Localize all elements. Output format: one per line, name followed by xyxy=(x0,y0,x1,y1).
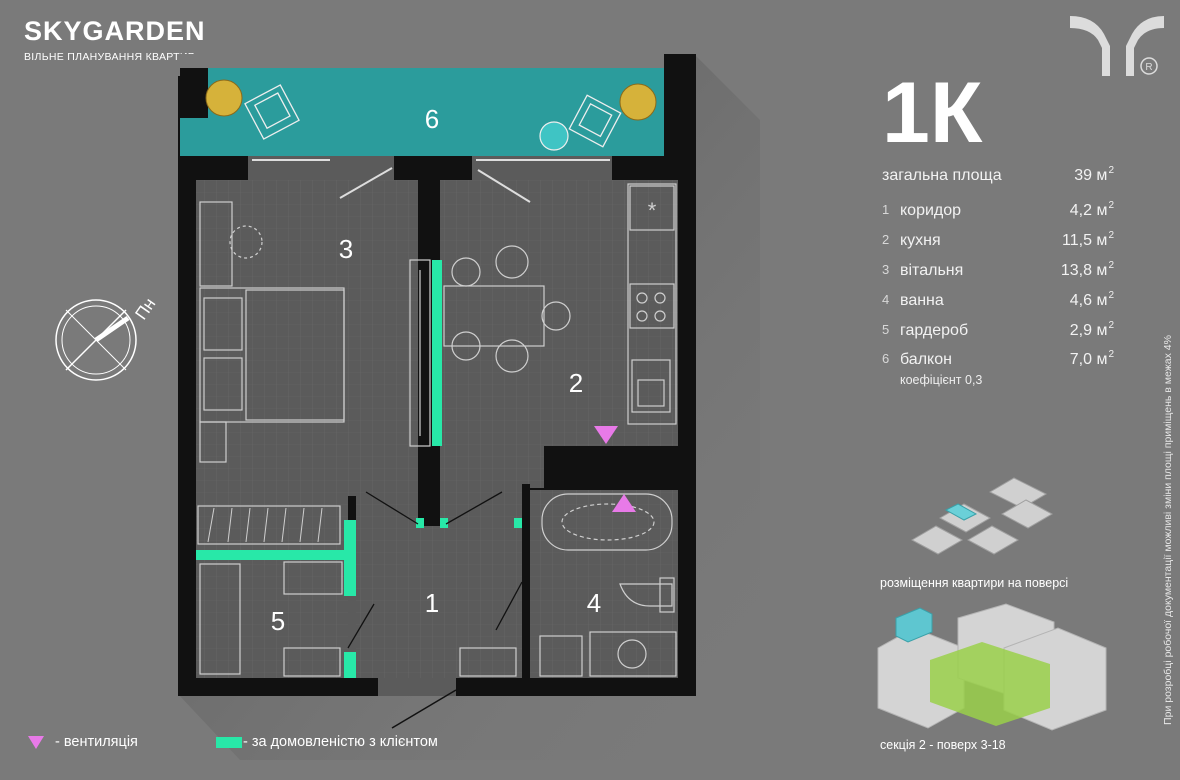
brand-name: SKYGARDEN xyxy=(24,16,206,46)
section-caption: секція 2 - поверх 3-18 xyxy=(880,738,1006,752)
balcony-area xyxy=(180,68,664,156)
area-row-6: 6 балкон 7,0 м2 xyxy=(882,349,1114,368)
coffee-table-icon xyxy=(539,121,569,151)
logo-icon: R xyxy=(1070,16,1164,76)
plan-shadow xyxy=(178,56,760,760)
vent-marker xyxy=(594,426,618,444)
armchair-icon xyxy=(568,94,622,148)
area-row-2: 2 кухня 11,5 м2 xyxy=(882,230,1114,249)
plant-icon xyxy=(205,79,243,117)
total-area-label: загальна площа xyxy=(882,167,1002,184)
svg-text:R: R xyxy=(1145,62,1152,73)
compass-label: Пн xyxy=(132,295,160,324)
floor-placement-caption: розміщення квартири на поверсі xyxy=(880,576,1069,590)
optional-wall-marker xyxy=(432,260,442,446)
room-label-4: 4 xyxy=(587,588,601,618)
area-row-5: 5 гардероб 2,9 м2 xyxy=(882,320,1114,339)
floor-plan: * 6 3 2 1 4 5 Пн xyxy=(28,54,760,760)
legend-client-label: - за домовленістю з клієнтом xyxy=(243,734,438,750)
floor-placement-diagram xyxy=(910,477,1054,555)
total-area-row: загальна площа 39 м2 xyxy=(882,165,1114,184)
area-tolerance-note: При розробці робочої документації можлив… xyxy=(1162,335,1174,725)
vent-marker xyxy=(612,494,636,512)
wardrobe-furniture xyxy=(199,561,343,677)
unit-type: 1К xyxy=(882,65,983,161)
plant-icon xyxy=(619,83,657,121)
svg-text:*: * xyxy=(648,198,657,223)
living-furniture xyxy=(197,201,431,545)
area-row-3: 3 вітальня 13,8 м2 xyxy=(882,260,1114,279)
kitchen-furniture xyxy=(443,183,677,425)
room-label-1: 1 xyxy=(425,588,439,618)
legend-vent-icon xyxy=(28,736,44,749)
room-label-3: 3 xyxy=(339,234,353,264)
room-label-6: 6 xyxy=(425,104,439,134)
total-area-value: 39 м xyxy=(1074,167,1108,184)
legend-client-swatch xyxy=(216,737,242,748)
balcony-coefficient: коефіцієнт 0,3 xyxy=(900,373,983,387)
brand-subtitle: ВІЛЬНЕ ПЛАНУВАННЯ КВАРТИР xyxy=(24,51,195,63)
room-label-5: 5 xyxy=(271,606,285,636)
area-row-1: 1 коридор 4,2 м2 xyxy=(882,200,1114,219)
section-diagram xyxy=(877,603,1107,731)
armchair-icon xyxy=(244,84,300,140)
area-row-4: 4 ванна 4,6 м2 xyxy=(882,290,1114,309)
bathroom-fixtures xyxy=(459,493,677,677)
compass-icon xyxy=(55,299,137,381)
room-label-2: 2 xyxy=(569,368,583,398)
legend-vent-label: - вентиляція xyxy=(55,734,138,750)
